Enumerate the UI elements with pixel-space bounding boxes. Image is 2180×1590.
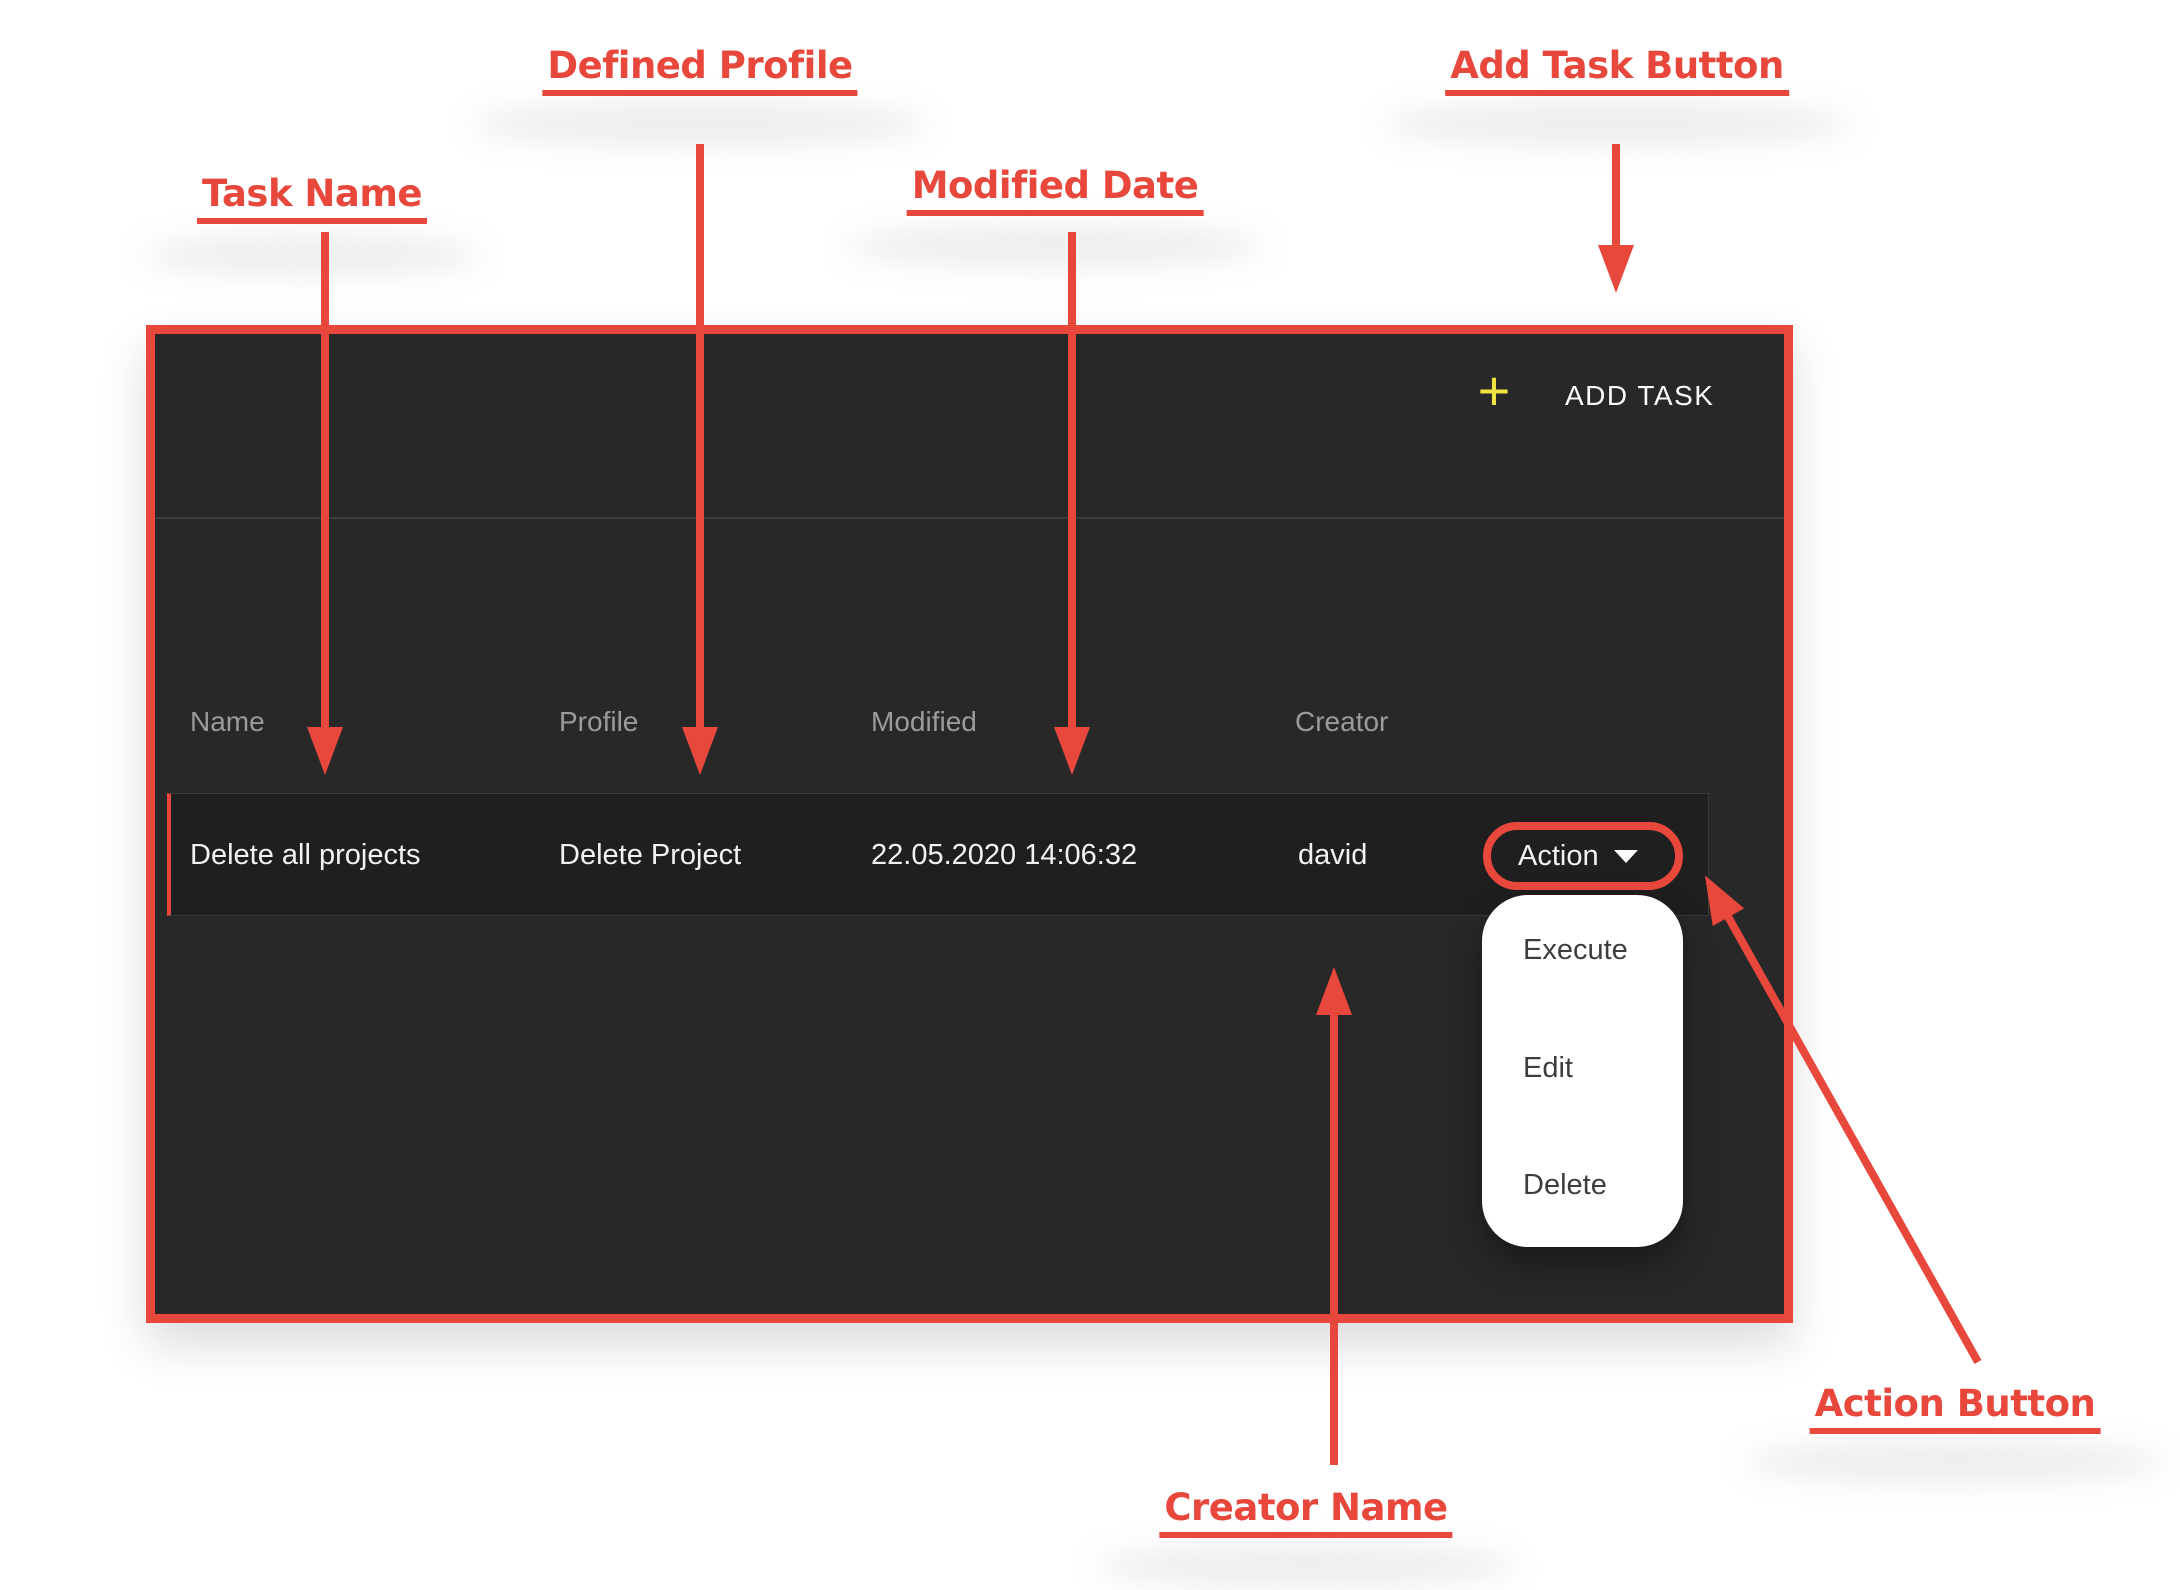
menu-item-edit[interactable]: Edit bbox=[1523, 1052, 1573, 1084]
menu-item-delete[interactable]: Delete bbox=[1523, 1169, 1607, 1201]
label-shadow bbox=[1382, 102, 1852, 146]
annotation-ellipse-action-button bbox=[1483, 822, 1683, 890]
menu-item-execute[interactable]: Execute bbox=[1523, 934, 1628, 966]
table-row[interactable]: Delete all projects Delete Project 22.05… bbox=[167, 793, 1709, 916]
annotation-label-action-button: Action Button bbox=[1809, 1382, 2101, 1434]
label-shadow bbox=[1096, 1545, 1516, 1587]
annotation-label-add-task-button: Add Task Button bbox=[1445, 44, 1789, 96]
annotation-label-task-name: Task Name bbox=[196, 172, 428, 224]
annotation-label-defined-profile: Defined Profile bbox=[542, 44, 858, 96]
cell-profile: Delete Project bbox=[559, 839, 742, 871]
action-dropdown-menu: Execute Edit Delete bbox=[1482, 895, 1683, 1247]
cell-task-name: Delete all projects bbox=[190, 839, 421, 871]
toolbar-divider bbox=[155, 517, 1784, 519]
add-task-button[interactable]: + ADD TASK bbox=[1455, 358, 1730, 434]
label-shadow bbox=[1745, 1441, 2165, 1483]
column-header-profile: Profile bbox=[559, 706, 639, 737]
annotation-label-creator-name: Creator Name bbox=[1159, 1486, 1453, 1538]
cell-modified: 22.05.2020 14:06:32 bbox=[871, 839, 1138, 871]
add-task-label: ADD TASK bbox=[1565, 380, 1715, 411]
cell-creator: david bbox=[1298, 839, 1368, 871]
column-header-modified: Modified bbox=[871, 706, 977, 737]
label-shadow bbox=[845, 225, 1265, 267]
column-header-creator: Creator bbox=[1295, 706, 1389, 737]
plus-icon: + bbox=[1477, 359, 1511, 422]
label-shadow bbox=[142, 235, 482, 275]
label-shadow bbox=[470, 102, 930, 146]
annotation-label-modified-date: Modified Date bbox=[906, 164, 1204, 216]
column-header-name: Name bbox=[190, 706, 265, 737]
